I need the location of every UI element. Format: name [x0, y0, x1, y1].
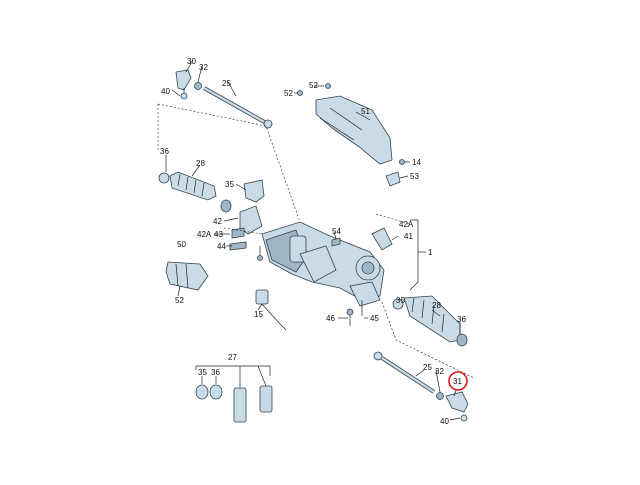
callout-1: 1 [428, 248, 433, 257]
steering-rack-housing [261, 221, 385, 307]
bushing-upper [239, 205, 263, 235]
callout-32: 32 [199, 63, 208, 72]
callout-41: 41 [404, 232, 413, 241]
heat-shield [297, 83, 393, 165]
callout-42: 42 [213, 217, 222, 226]
bracket-upper [243, 179, 265, 203]
tie-rod-end-upper [175, 69, 192, 100]
callout-labels: 30 32 25 40 36 28 35 42 42A 43 44 50 52 … [160, 57, 468, 426]
callout-32-right: 32 [435, 367, 444, 376]
callout-25: 25 [222, 79, 231, 88]
bolts-lower [346, 300, 363, 326]
boot-upper [158, 171, 217, 201]
tie-rod-lower [373, 351, 436, 394]
leader-lines [157, 59, 475, 421]
callout-27: 27 [228, 353, 237, 362]
mounting-bushing-right [371, 227, 393, 251]
tie-rod-upper [203, 86, 273, 129]
callout-45: 45 [370, 314, 379, 323]
callout-52-left: 52 [175, 296, 184, 305]
callout-40-right: 40 [440, 417, 449, 426]
callout-53: 53 [410, 172, 419, 181]
callout-35: 35 [225, 180, 234, 189]
pinion-connector [255, 289, 287, 331]
nut-lower [436, 392, 444, 400]
callout-31: 31 [453, 377, 462, 386]
callout-36-right: 36 [457, 315, 466, 324]
callout-35-kit: 35 [198, 368, 207, 377]
cover-left [165, 261, 209, 291]
callout-52-top: 52 [309, 81, 318, 90]
callout-43: 43 [214, 230, 223, 239]
callout-40: 40 [161, 87, 170, 96]
callout-35-right: 35 [396, 296, 405, 305]
callout-36-kit: 36 [211, 368, 220, 377]
clip-parts [229, 227, 263, 261]
repair-kit [195, 384, 273, 423]
callout-54: 54 [332, 227, 341, 236]
callout-28: 28 [196, 159, 205, 168]
callout-46: 46 [326, 314, 335, 323]
callout-50: 50 [177, 240, 186, 249]
highlight-circle-31 [448, 371, 468, 391]
clamp-upper [220, 199, 232, 213]
callout-14: 14 [412, 158, 421, 167]
callout-30: 30 [187, 57, 196, 66]
callout-42a: 42A [197, 230, 212, 239]
bracket-right-upper [385, 159, 405, 187]
callout-28-right: 28 [432, 301, 441, 310]
callout-52-mid: 52 [284, 89, 293, 98]
small-bolt-54 [331, 237, 341, 247]
boot-lower [392, 295, 468, 347]
callout-44: 44 [217, 242, 226, 251]
nut-upper [194, 82, 202, 90]
callout-15: 15 [254, 310, 263, 319]
callout-36: 36 [160, 147, 169, 156]
callout-51: 51 [361, 107, 370, 116]
callout-42a-right: 42A [399, 220, 414, 229]
tie-rod-end-lower [445, 391, 469, 422]
callout-25-right: 25 [423, 363, 432, 372]
